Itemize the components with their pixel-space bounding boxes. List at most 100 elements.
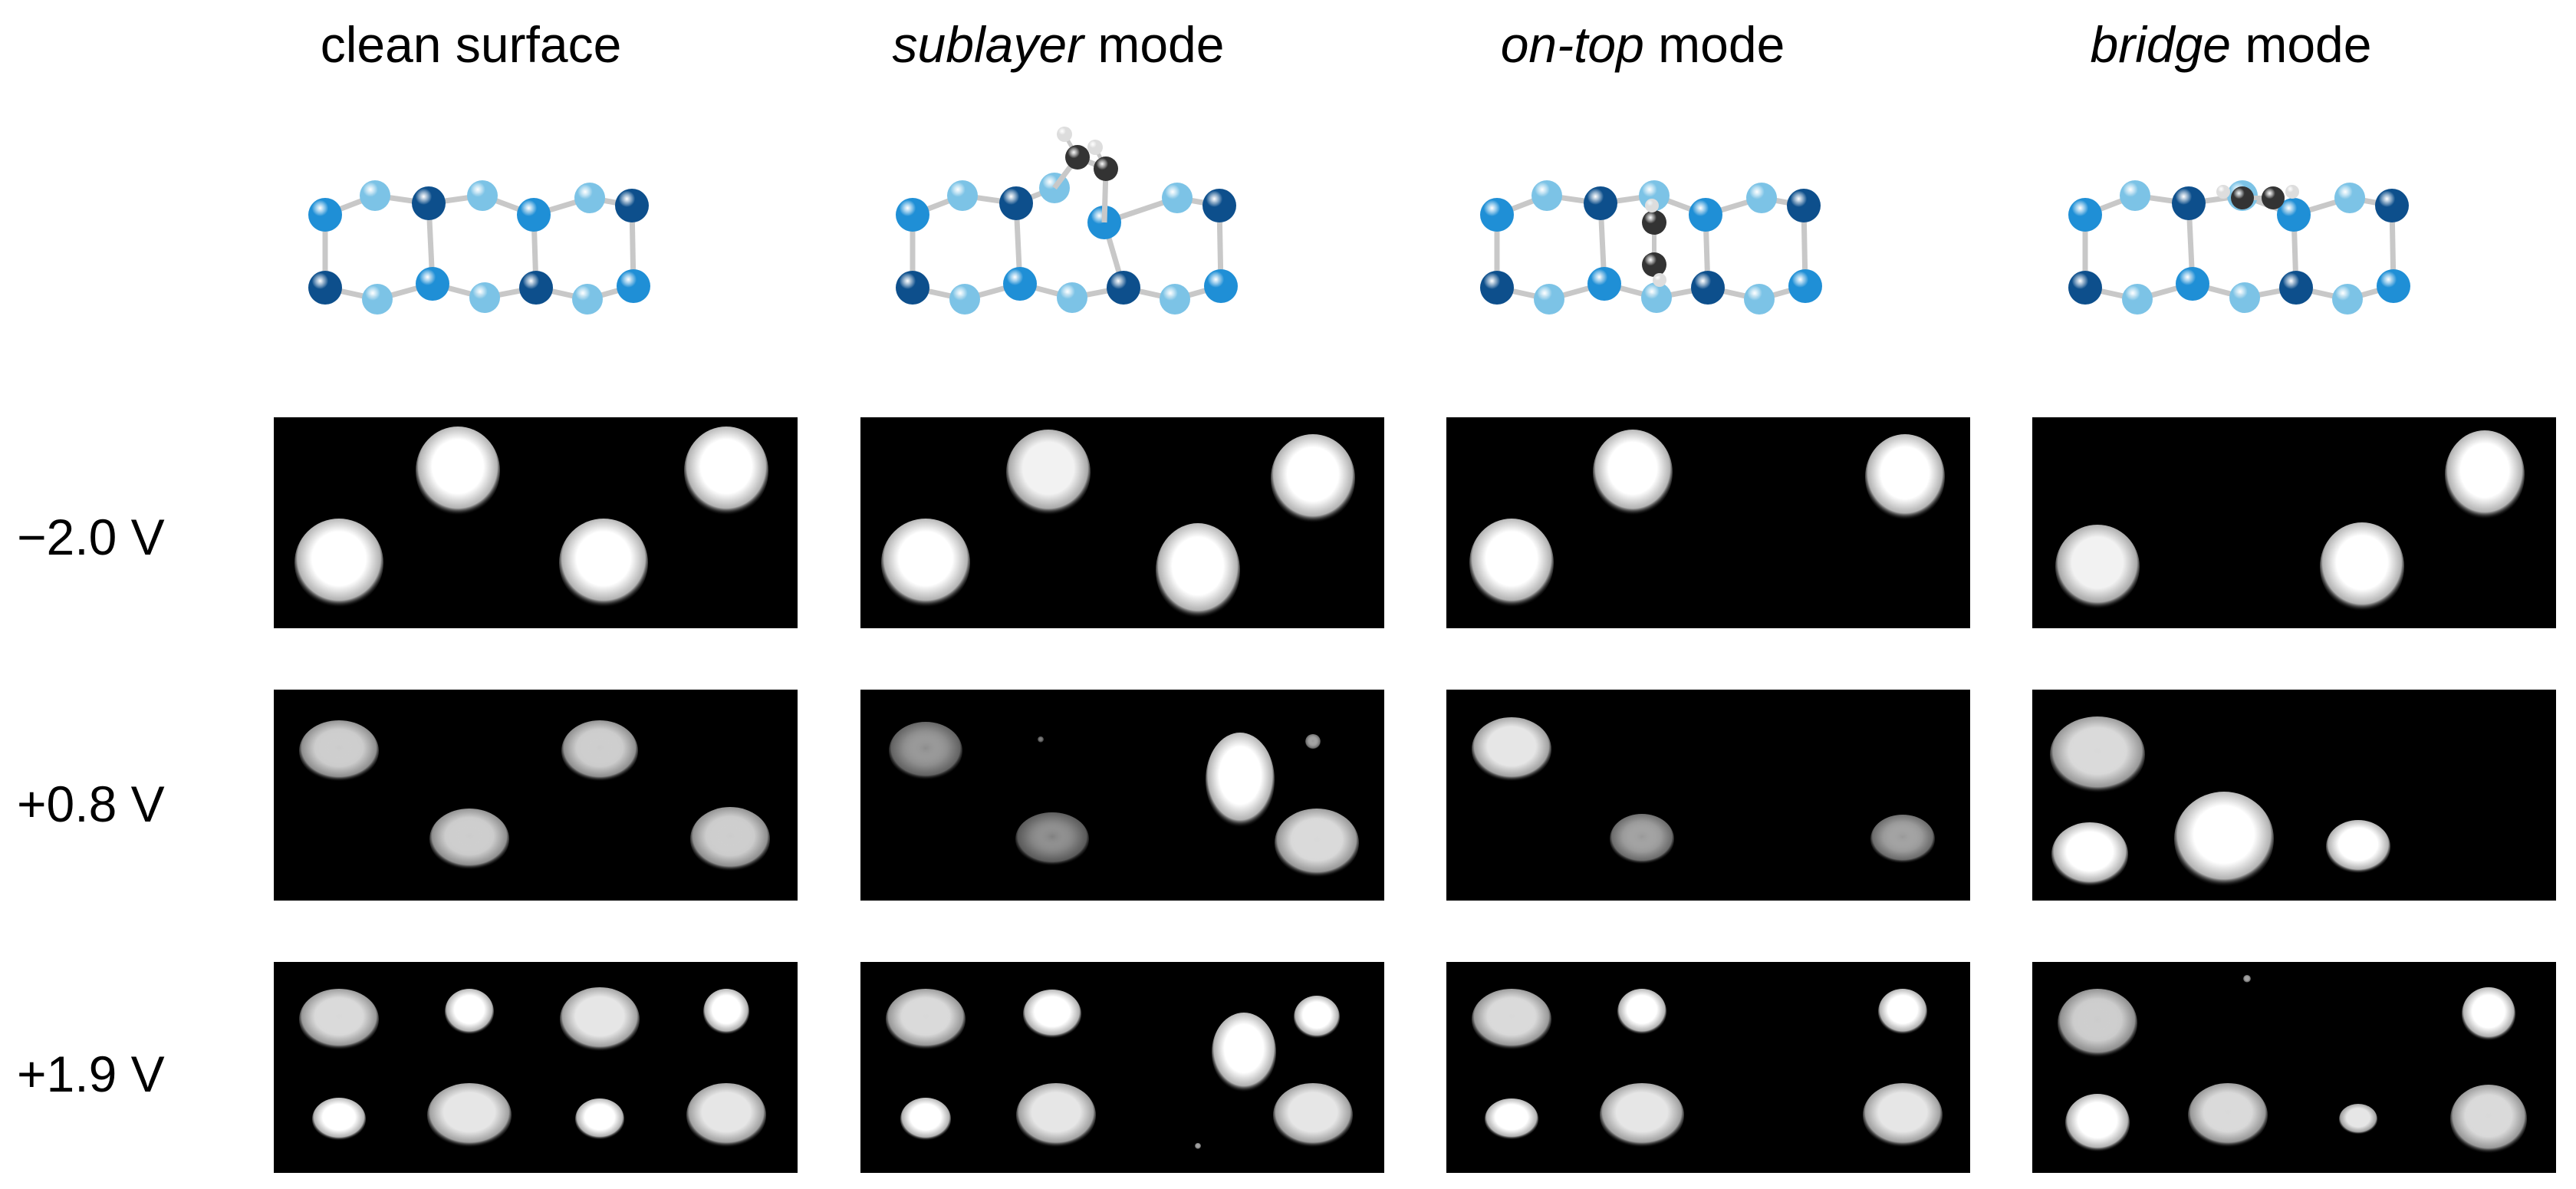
- surface-atom: [1480, 198, 1514, 232]
- surface-atom: [1202, 189, 1236, 222]
- stm-blob: [2058, 989, 2137, 1058]
- stm-blob: [2445, 430, 2525, 519]
- surface-atom: [2277, 198, 2311, 232]
- stm-blob: [2339, 1104, 2377, 1135]
- stm-image-ontop-v3: [1472, 989, 1943, 1148]
- stm-panel-ontop-v1: [1446, 417, 1970, 628]
- carbon-atom: [2262, 186, 2285, 209]
- stm-blob: [1593, 430, 1673, 515]
- stm-blob: [1016, 1083, 1096, 1148]
- column-title-ontop-italic: on-top: [1500, 16, 1644, 73]
- stm-image-ontop-v1: [1469, 430, 1945, 608]
- surface-atom: [1787, 189, 1821, 222]
- surface-atom: [412, 186, 446, 220]
- stm-blob: [1305, 734, 1321, 749]
- column-title-clean: clean surface: [202, 14, 739, 75]
- hydrogen-atom: [2216, 185, 2230, 199]
- surface-atom: [362, 284, 393, 315]
- stm-blob: [1006, 430, 1091, 515]
- surface-atom: [574, 183, 605, 213]
- stm-blob: [1485, 1098, 1538, 1140]
- hydrogen-atom: [1057, 127, 1072, 142]
- stm-blob: [1271, 434, 1355, 523]
- stm-blob: [1878, 989, 1927, 1035]
- stm-image-sublayer-v1: [881, 430, 1355, 618]
- column-title-sublayer-italic: sublayer: [892, 16, 1084, 73]
- atom-group: [1480, 180, 1822, 315]
- stm-blob: [429, 809, 509, 870]
- stm-panel-ontop-v2: [1446, 690, 1970, 901]
- stm-panel-bridge-v1: [2032, 417, 2556, 628]
- surface-atom: [2229, 282, 2260, 313]
- stm-blob: [559, 519, 648, 608]
- surface-atom: [2172, 186, 2206, 220]
- structure-clean-svg: [308, 180, 650, 315]
- surface-atom: [1160, 284, 1190, 315]
- atom-group: [308, 180, 650, 315]
- carbon-atom: [2231, 186, 2254, 209]
- stm-blob: [1610, 814, 1674, 865]
- column-title-sublayer-text: mode: [1084, 16, 1225, 73]
- surface-atom: [2279, 271, 2313, 305]
- stm-blob: [312, 1098, 366, 1141]
- structure-sublayer-svg: [896, 127, 1238, 315]
- surface-atom: [1744, 284, 1775, 315]
- surface-atom: [1204, 269, 1238, 303]
- stm-blob: [427, 1083, 512, 1148]
- stm-blob: [2051, 822, 2128, 887]
- stm-blob: [445, 989, 494, 1035]
- stm-panel-sublayer-v2: [860, 690, 1384, 901]
- stm-panel-clean-v3: [274, 962, 798, 1173]
- stm-image-clean-v2: [299, 720, 770, 871]
- carbon-atom: [1642, 252, 1666, 277]
- surface-atom: [1480, 271, 1514, 305]
- stm-blob: [1273, 1083, 1353, 1148]
- surface-atom: [2068, 198, 2102, 232]
- hydrogen-atom: [1653, 273, 1666, 287]
- adsorbate-group: [1052, 127, 1118, 223]
- stm-panel-sublayer-v3: [860, 962, 1384, 1173]
- hydrogen-atom: [2285, 185, 2299, 199]
- stm-blob: [900, 1098, 951, 1141]
- stm-blob: [881, 519, 970, 608]
- surface-atom: [517, 198, 551, 232]
- column-title-bridge-italic: bridge: [2090, 16, 2232, 73]
- surface-atom: [896, 271, 929, 305]
- surface-atom: [947, 180, 978, 211]
- stm-panel-sublayer-v1: [860, 417, 1384, 628]
- stm-panel-clean-v1: [274, 417, 798, 628]
- surface-atom: [896, 198, 929, 232]
- stm-blob: [561, 720, 638, 782]
- structure-ontop: [1374, 115, 1911, 345]
- stm-blob: [1472, 717, 1551, 782]
- stm-blob: [1469, 519, 1554, 608]
- surface-atom: [1788, 269, 1822, 303]
- surface-atom: [519, 271, 553, 305]
- column-title-bridge-text: mode: [2231, 16, 2372, 73]
- column-title-ontop: on-top mode: [1374, 14, 1911, 75]
- surface-atom: [1689, 198, 1722, 232]
- stm-image-clean-v1: [294, 427, 768, 608]
- stm-image-bridge-v3: [2058, 975, 2527, 1154]
- stm-blob: [1275, 809, 1359, 878]
- surface-atom: [1107, 271, 1140, 305]
- surface-atom: [1057, 282, 1087, 313]
- surface-atom: [360, 180, 390, 211]
- surface-atom: [1691, 271, 1725, 305]
- stm-blob: [1156, 523, 1240, 618]
- stm-blob: [1294, 996, 1340, 1039]
- stm-image-sublayer-v2: [889, 722, 1359, 878]
- stm-blob: [684, 427, 768, 515]
- surface-atom: [572, 284, 603, 315]
- surface-atom: [2120, 180, 2150, 211]
- surface-atom: [308, 198, 342, 232]
- stm-blob: [2326, 820, 2390, 874]
- stm-blob: [2050, 716, 2145, 793]
- carbon-atom: [1642, 210, 1666, 235]
- surface-atom: [2122, 284, 2153, 315]
- stm-blob: [1865, 434, 1945, 520]
- structure-bridge: [1962, 115, 2499, 345]
- stm-blob: [2055, 525, 2140, 609]
- stm-blob: [416, 427, 500, 515]
- surface-atom: [1003, 267, 1037, 301]
